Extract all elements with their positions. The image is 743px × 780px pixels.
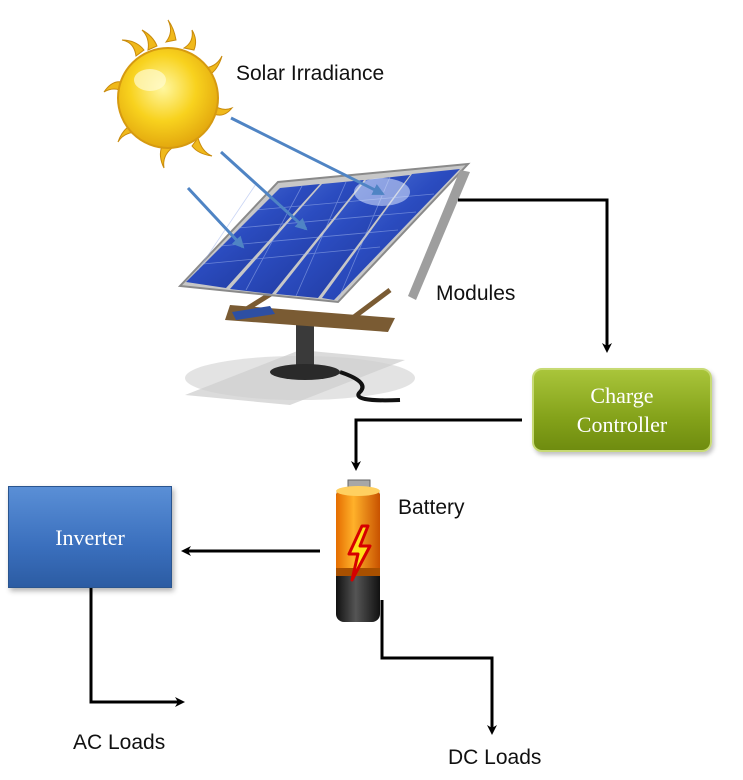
- ac-loads-label: AC Loads: [73, 731, 166, 754]
- controller-to-battery-arrow: [351, 418, 522, 471]
- solar-panel-icon: [177, 162, 471, 405]
- sun-icon: [103, 19, 234, 169]
- dc-loads-label: DC Loads: [448, 746, 542, 769]
- charge-controller-box: Charge Controller: [532, 368, 712, 452]
- inverter-label: Inverter: [55, 525, 125, 550]
- solar-irradiance-label: Solar Irradiance: [236, 62, 385, 85]
- charge-controller-line-2: Controller: [576, 412, 668, 437]
- irradiance-arrow-2: [219, 150, 308, 231]
- battery-icon: [336, 479, 380, 622]
- charge-controller-line-1: Charge: [590, 383, 654, 408]
- battery-to-dc-loads-arrow: [380, 600, 497, 735]
- inverter-box: Inverter: [8, 486, 172, 588]
- connectors: [89, 198, 612, 735]
- irradiance-arrow-3: [230, 116, 385, 196]
- inverter-to-ac-loads-arrow: [89, 586, 185, 707]
- battery-label: Battery: [398, 496, 465, 519]
- module-to-controller-arrow: [458, 198, 612, 353]
- irradiance-arrows: [186, 116, 385, 249]
- modules-label: Modules: [436, 282, 516, 305]
- irradiance-arrow-1: [186, 186, 245, 249]
